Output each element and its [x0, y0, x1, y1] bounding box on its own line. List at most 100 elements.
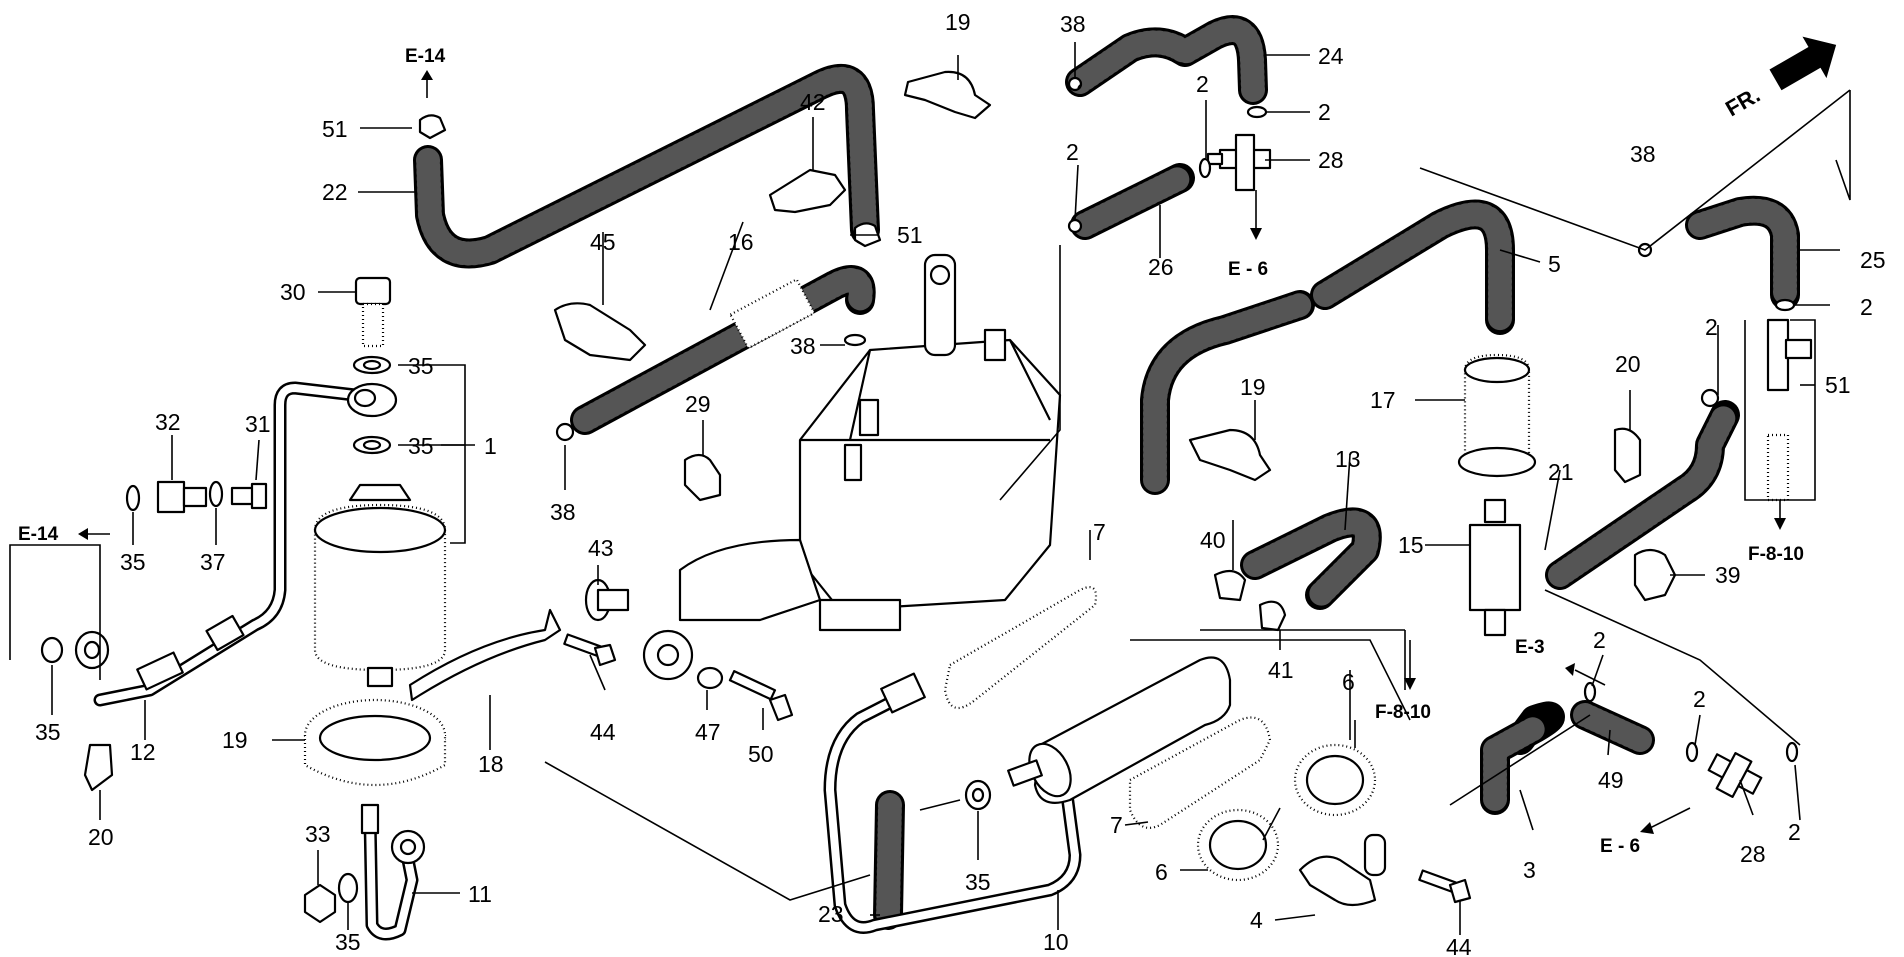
front-direction-indicator: FR. [1721, 36, 1837, 121]
fitting-32 [156, 480, 208, 514]
callout-11: 11 [468, 881, 492, 907]
nut-33 [303, 883, 337, 924]
clip-37-top [1067, 76, 1083, 92]
callout-41: 41 [1268, 657, 1294, 683]
arrow-f810-mid [1404, 640, 1416, 690]
clamp-29 [683, 453, 722, 502]
clamp-19-top [903, 70, 992, 120]
callout-30: 30 [280, 279, 306, 305]
clip-2-e [1700, 388, 1720, 408]
callout-32: 32 [155, 409, 181, 435]
washer-34-upper [352, 355, 392, 375]
callout-6-right: 6 [1342, 669, 1355, 695]
washer-34-lower [352, 435, 392, 455]
washer-34-pump [964, 779, 992, 811]
callout-19-top: 19 [945, 9, 971, 35]
callout-23: 21 [1548, 459, 1574, 485]
ref-e6-bottom: E - 6 [1600, 836, 1640, 857]
callout-7-lower: 7 [1110, 812, 1123, 838]
callout-47: 49 [1598, 767, 1624, 793]
callout-5: 4 [1250, 907, 1263, 933]
callout-22: 23 [818, 901, 844, 927]
callout-10: 10 [1043, 929, 1069, 955]
callout-3: 3 [1523, 857, 1536, 883]
callout-17: 18 [478, 751, 504, 777]
fuel-filter-1 [313, 483, 447, 688]
ref-e14-left: E-14 [18, 524, 59, 545]
arrow-e14-top [421, 70, 433, 98]
callout-1: 1 [484, 433, 497, 459]
callout-42-mid: 51 [897, 222, 923, 248]
ref-e3: E-3 [1515, 637, 1545, 658]
callout-37-top: 38 [1060, 11, 1086, 37]
clip-2-f [1583, 681, 1597, 703]
leader-lines [9, 42, 1851, 935]
callout-28-bottom: 28 [1740, 841, 1766, 867]
callout-44: 45 [590, 229, 616, 255]
callout-40: 40 [1200, 527, 1226, 553]
pump-rubber-7-upper [943, 586, 1098, 710]
washer-45 [696, 666, 724, 690]
callout-29: 29 [685, 391, 711, 417]
washer-34-bottom [337, 872, 359, 904]
clip-37-left [555, 422, 575, 442]
callout-34-pump: 35 [965, 869, 991, 895]
callout-49-left: 44 [590, 719, 616, 745]
joint-28-bottom [1707, 752, 1763, 798]
clip-37-mid [843, 333, 867, 347]
callout-7-upper: 7 [1093, 519, 1106, 545]
callout-49-right: 44 [1446, 934, 1472, 957]
callout-28-top: 28 [1318, 147, 1344, 173]
callout-21: 22 [322, 179, 348, 205]
clamp-19-mid [1188, 428, 1272, 482]
clamp-40 [1213, 569, 1247, 602]
hose-13 [1240, 507, 1382, 610]
callout-26: 26 [1148, 254, 1174, 280]
clip-2-c [1067, 218, 1083, 234]
callout-39: 42 [800, 89, 826, 115]
callout-2-e: 2 [1705, 314, 1718, 340]
bolt-49-left [563, 633, 617, 667]
bolt-49-right [1418, 869, 1472, 904]
callout-20-left: 20 [88, 824, 114, 850]
callout-33: 33 [305, 821, 331, 847]
callout-45: 47 [695, 719, 721, 745]
ref-f810-mid: F-8-10 [1375, 702, 1431, 723]
washer-34-far-left [40, 636, 64, 664]
arrow-e14-left [78, 528, 110, 540]
callout-43: 43 [588, 535, 614, 561]
arrow-e6-bottom [1640, 807, 1691, 834]
callout-2-c: 2 [1066, 139, 1079, 165]
washer-34-left [125, 484, 141, 512]
callout-4: 5 [1548, 251, 1561, 277]
fuel-filter-15 [1468, 498, 1522, 637]
clip-20-left [83, 743, 114, 792]
hose-26 [1070, 163, 1195, 240]
callout-2-g: 2 [1693, 686, 1706, 712]
callout-2-f: 2 [1593, 627, 1606, 653]
callout-15: 15 [1398, 532, 1424, 558]
rubber-ring-18 [303, 698, 447, 786]
hose-22 [873, 790, 905, 930]
clamp-39 [768, 168, 847, 214]
callout-42-top: 51 [322, 116, 348, 142]
banjo-fitting [346, 382, 398, 418]
callout-37-right: 38 [1630, 141, 1656, 167]
hose-47 [1570, 700, 1655, 755]
callout-31: 31 [245, 411, 271, 437]
ref-f810-right: F-8-10 [1748, 544, 1804, 565]
clip-2-a [1246, 105, 1268, 119]
arrow-e6-top [1250, 190, 1262, 240]
hose-21 [413, 63, 880, 269]
bracket-17 [408, 608, 562, 702]
fuel-pump [1007, 656, 1232, 804]
fuel-line-10 [823, 672, 1082, 934]
callout-34-far-left: 35 [35, 719, 61, 745]
hose-3 [1480, 701, 1565, 815]
bolt-31 [230, 482, 268, 510]
callout-20-right: 20 [1615, 351, 1641, 377]
callout-24: 25 [1860, 247, 1886, 273]
fuel-line-12 [93, 381, 362, 707]
callout-18: 19 [222, 727, 248, 753]
ref-e14-top: E-14 [405, 46, 446, 67]
